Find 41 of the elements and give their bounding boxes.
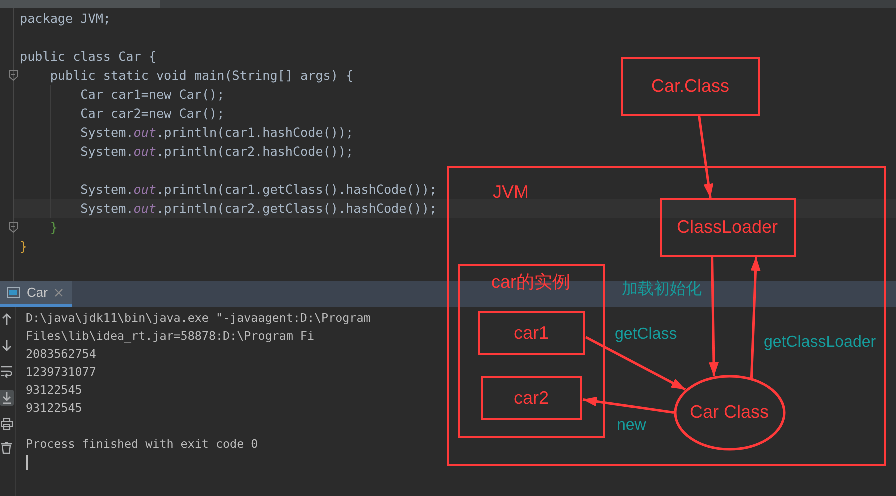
edge-label: 加载初始化 <box>622 280 702 299</box>
class-file-box <box>621 57 760 116</box>
arrow <box>582 396 674 414</box>
jvm-container <box>447 166 886 466</box>
code-line: package JVM; <box>20 10 111 28</box>
instance-box <box>481 376 582 420</box>
code-line: Car car2=new Car(); <box>80 105 225 123</box>
class-ellipse <box>674 374 786 450</box>
code-line: public class Car { <box>20 48 156 66</box>
edge-label: getClassLoader <box>764 333 876 352</box>
process-exit-message: Process finished with exit code 0 <box>26 436 258 453</box>
code-line: } <box>20 238 28 256</box>
console-command-line: D:\java\jdk11\bin\java.exe "-javaagent:D:\Program Files\lib\idea_rt.jar=58878:D:\Program Fi <box>26 310 372 345</box>
box-label: ClassLoader <box>676 216 778 238</box>
instance-box <box>478 311 585 355</box>
edge-label: new <box>617 416 646 435</box>
console-output-line: 2083562754 <box>26 346 96 363</box>
arrow <box>698 116 714 198</box>
console-output-line: 93122545 <box>26 382 82 399</box>
box-label: car1 <box>514 322 549 344</box>
code-line: } <box>50 219 58 237</box>
ellipse-label: Car Class <box>690 402 769 423</box>
instances-container <box>458 264 604 438</box>
arrow <box>750 256 761 378</box>
console-tab: Car <box>0 281 72 307</box>
code-line: System.out.println(car2.hashCode()); <box>80 143 354 161</box>
box-label: car2 <box>514 388 549 408</box>
code-line: System.out.println(car1.getClass().hashCode()); <box>80 181 438 199</box>
container-title: car的实例 <box>492 272 570 292</box>
container-title: JVM <box>493 182 529 203</box>
box-label: Car.Class <box>651 76 730 97</box>
console-output-line: 93122545 <box>26 400 82 417</box>
arrow <box>585 336 686 391</box>
code-line: Car car1=new Car(); <box>80 86 225 104</box>
code-line: System.out.println(car2.getClass().hashCode()); <box>80 200 438 218</box>
edge-label: getClass <box>615 325 678 344</box>
code-line: System.out.println(car1.hashCode()); <box>80 124 354 142</box>
console-output-line: 1239731077 <box>26 364 96 381</box>
arrow <box>708 256 719 377</box>
classloader-box <box>660 198 796 256</box>
code-line: public static void main(String[] args) { <box>50 67 354 85</box>
